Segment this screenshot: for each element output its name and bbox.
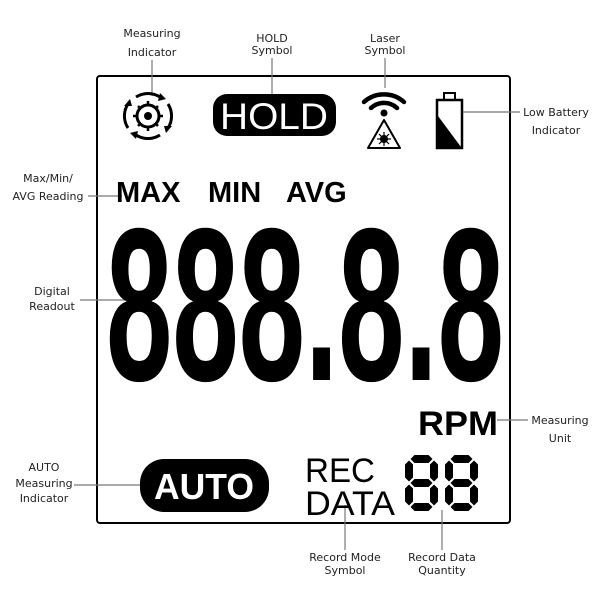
callout-maxminavg-1: Max/Min/ [23,172,73,185]
segment-f [445,460,453,482]
segment-g [450,479,473,487]
rec-label: REC [305,452,375,490]
callout-measuring-indicator-1: Measuring [123,27,180,40]
leader-lines [74,58,528,550]
callout-record-mode-2: Symbol [325,564,366,577]
seven-segment-digit [405,455,438,511]
segment-e [445,484,453,506]
callout-readout-2: Readout [29,300,75,313]
callout-record-mode-1: Record Mode [309,551,381,564]
auto-indicator: AUTO [140,459,269,512]
callout-battery-2: Indicator [532,124,581,137]
callout-record-quantity-2: Quantity [418,564,466,577]
callout-record-quantity-1: Record Data [408,551,476,564]
callout-maxminavg-2: AVG Reading [12,190,83,203]
segment-b [430,460,438,482]
segment-g [410,479,433,487]
callout-laser-1: Laser [370,32,400,45]
segment-a [450,455,473,463]
record-count-display [405,455,478,511]
hold-text: HOLD [220,96,328,137]
callout-auto-2: Measuring [15,477,72,490]
callout-unit-1: Measuring [531,414,588,427]
segment-c [470,484,478,506]
seven-segment-digit [445,455,478,511]
callout-readout-1: Digital [34,285,70,298]
main-readout: 888.8.8 [106,184,504,427]
callout-measuring-indicator-2: Indicator [128,46,177,59]
callout-laser-2: Symbol [365,44,406,57]
unit-label: RPM [418,405,498,443]
measuring-rotation-icon [123,92,173,140]
segment-d [450,503,473,511]
laser-warning-icon [367,119,401,149]
segment-b [470,460,478,482]
auto-text: AUTO [154,466,254,507]
max-label: MAX [116,177,181,209]
callout-battery-1: Low Battery [523,106,589,119]
callout-unit-2: Unit [549,432,572,445]
battery-low-icon [435,92,464,150]
avg-label: AVG [286,177,347,209]
segment-c [430,484,438,506]
hold-symbol: HOLD [213,94,336,137]
segment-e [405,484,413,506]
segment-a [410,455,433,463]
callout-auto-1: AUTO [29,461,60,474]
segment-d [410,503,433,511]
segment-f [405,460,413,482]
callout-hold-2: Symbol [252,44,293,57]
callout-auto-3: Indicator [20,492,69,505]
laser-wave-icon [361,92,407,117]
data-label: DATA [305,485,395,523]
min-label: MIN [208,177,261,209]
callout-hold-1: HOLD [256,32,288,45]
